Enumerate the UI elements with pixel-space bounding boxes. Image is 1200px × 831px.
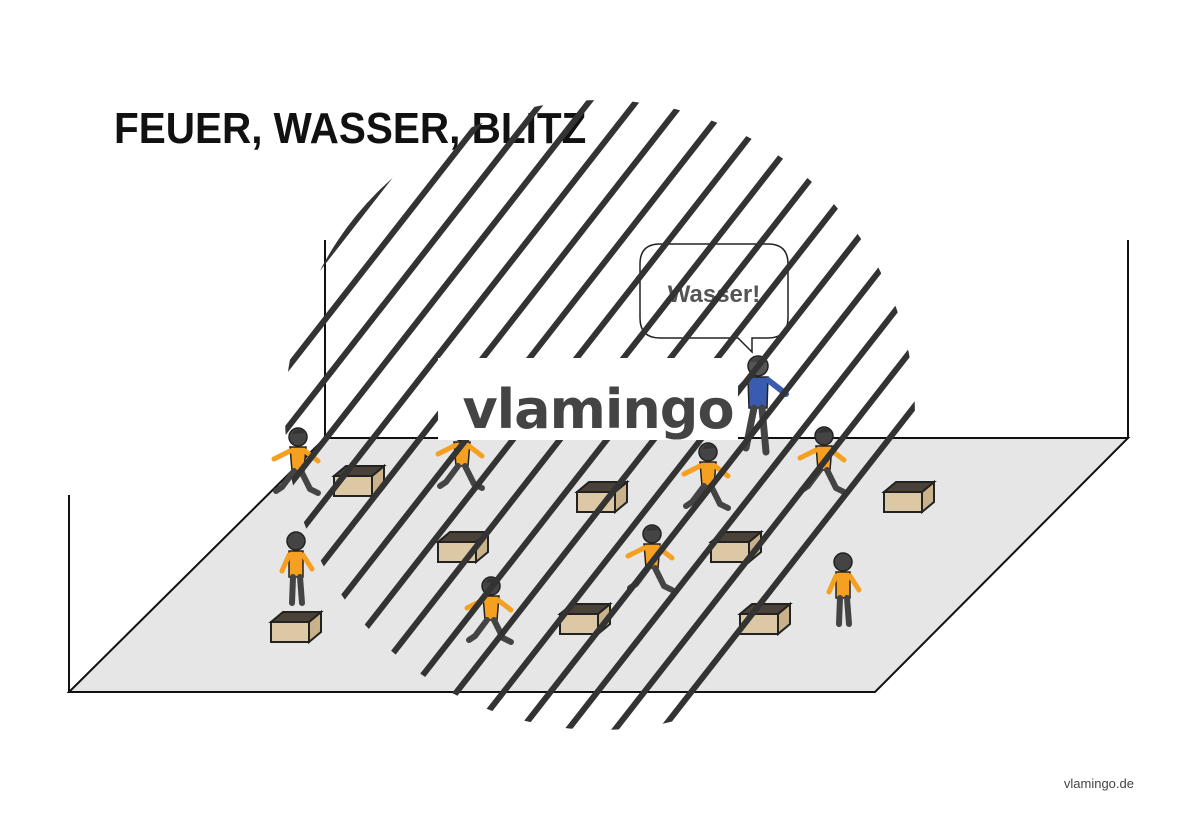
vaulting-box-icon [270, 611, 322, 643]
room-walls [68, 240, 1129, 692]
gym-floor [66, 437, 1131, 693]
watermark-text: vlamingo [462, 378, 733, 441]
vaulting-box-icon [883, 481, 935, 513]
watermark-logo: vlamingo [438, 358, 738, 441]
footer-credit: vlamingo.de [1063, 776, 1134, 791]
